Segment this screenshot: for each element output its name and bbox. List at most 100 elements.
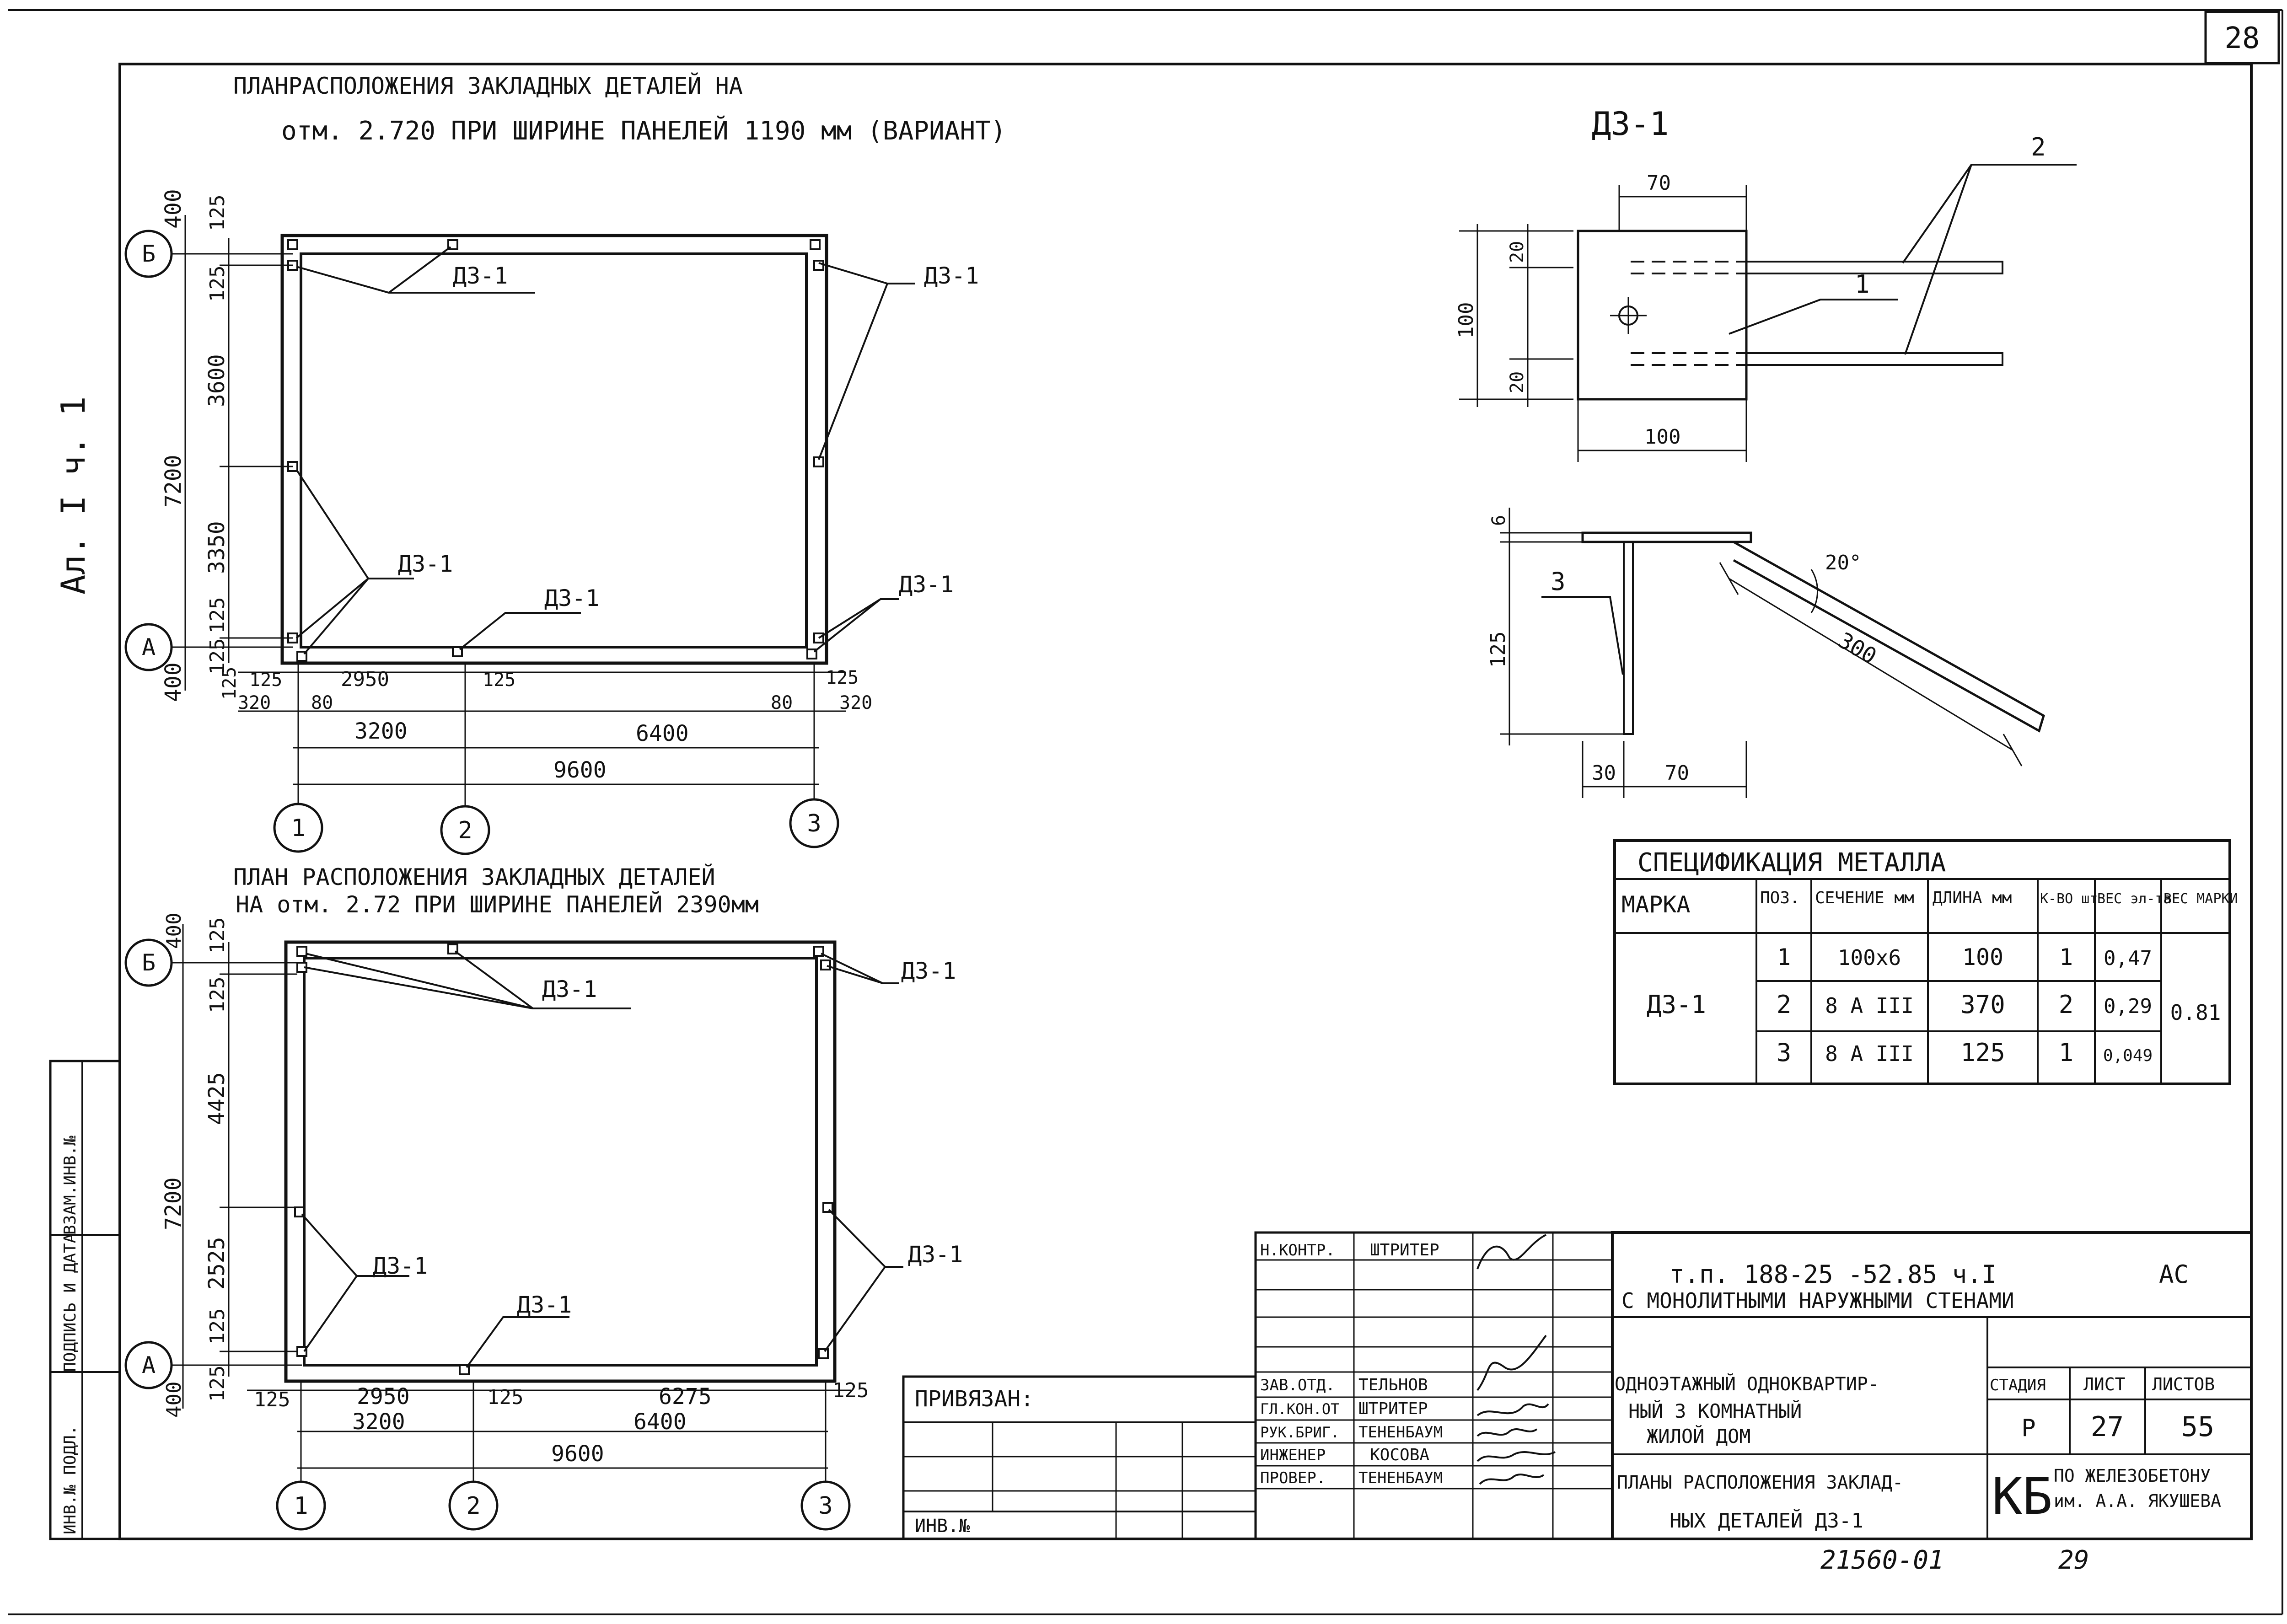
spec-cell: 1 (2059, 1038, 2074, 1067)
detail-title: Д3-1 (1592, 105, 1669, 143)
bar-top-view (1745, 352, 2003, 366)
dim-label: 125 (483, 670, 515, 691)
spec-cell: 100 (1962, 944, 2003, 970)
spec-cell: 8 А III (1825, 993, 1914, 1018)
spec-header: ДЛИНА мм (1933, 889, 2012, 907)
sheet-label: ЛИСТ (2083, 1374, 2126, 1394)
mark-label: Д3-1 (901, 958, 956, 984)
dim-label: 125 (1487, 632, 1510, 668)
spec-cell: 2 (2059, 990, 2074, 1019)
staff-role: ГЛ.КОН.ОТ (1260, 1400, 1339, 1418)
building-name: ЖИЛОЙ ДОМ (1647, 1425, 1751, 1447)
dim-label: 6400 (633, 1409, 687, 1435)
side-label: Ал. I ч. 1 (54, 397, 92, 595)
spec-header: МАРКА (1621, 891, 1691, 918)
sheets-value: 55 (2181, 1411, 2214, 1443)
dim-label: 400 (162, 913, 186, 949)
plan-top-inner-wall (300, 252, 808, 649)
spec-mark-weight: 0.81 (2170, 1000, 2221, 1025)
dim-label: 9600 (553, 757, 607, 783)
dim-label: 30 (1592, 761, 1616, 785)
strip-label-sign: ПОДПИСЬ И ДАТА (61, 1233, 80, 1372)
dim-label: 70 (1647, 172, 1671, 195)
spec-cell: 2 (1777, 990, 1792, 1019)
spec-mark: Д3-1 (1647, 990, 1706, 1019)
dim-label: 80 (771, 692, 793, 713)
position-label: 2 (2031, 133, 2046, 161)
dim-label: 4425 (204, 1072, 230, 1125)
signatures (1476, 1234, 1556, 1485)
plan-top-title-1: ПЛАНРАСПОЛОЖЕНИЯ ЗАКЛАДНЫХ ДЕТАЛЕЙ НА (233, 72, 743, 99)
mark-label: Д3-1 (542, 976, 597, 1002)
dim-label: 20 (1507, 241, 1528, 263)
dim-label: 100 (1644, 425, 1680, 449)
spec-header: ПОЗ. (1760, 889, 1800, 907)
sheet-title: ПЛАНЫ РАСПОЛОЖЕНИЯ ЗАКЛАД- (1617, 1472, 1903, 1493)
table-row: 1 100х6 100 1 0,47 (1777, 944, 2152, 970)
dim-label: 6400 (636, 721, 689, 746)
anchor-bent (1733, 541, 2045, 733)
sheet-number: 28 (2224, 21, 2260, 55)
axis-label-col-3: 3 (807, 810, 821, 837)
staff-name: ШТРИТЕР (1358, 1399, 1428, 1418)
staff-name: ТЕЛЬНОВ (1358, 1376, 1428, 1394)
plan-bottom: ПЛАН РАСПОЛОЖЕНИЯ ЗАКЛАДНЫХ ДЕТАЛЕЙ НА о… (124, 863, 963, 1531)
angle-label: 20° (1825, 551, 1861, 574)
spec-table: СПЕЦИФИКАЦИЯ МЕТАЛЛА МАРКА ПОЗ. СЕЧЕНИЕ … (1613, 839, 2238, 1085)
dim-label: 3200 (352, 1409, 405, 1435)
inv-no-label: ИНВ.№ (915, 1516, 970, 1537)
dim-label: 9600 (551, 1441, 604, 1467)
staff-role: ЗАВ.ОТД. (1260, 1376, 1335, 1394)
axis-label-col-2: 2 (458, 817, 472, 844)
page-number: 29 (2058, 1545, 2089, 1575)
dim-label: 70 (1665, 761, 1689, 785)
spec-cell: 3 (1777, 1038, 1792, 1067)
spec-title: СПЕЦИФИКАЦИЯ МЕТАЛЛА (1637, 848, 1946, 878)
dim-label: 400 (161, 662, 186, 702)
org-logo: КБ (1992, 1467, 2052, 1526)
staff-name: КОСОВА (1370, 1446, 1429, 1464)
strip-label-inv: ИНВ.№ ПОДЛ. (61, 1426, 80, 1534)
axis-label-row-a: А (142, 634, 156, 660)
privyazan-label: ПРИВЯЗАН: (915, 1386, 1034, 1412)
spec-header: К-ВО шт (2040, 891, 2098, 907)
sheet-number-box (2204, 11, 2280, 64)
dim-label: 125 (206, 597, 229, 633)
dim-label: 2950 (341, 668, 389, 691)
staff-role: ПРОВЕР. (1260, 1469, 1326, 1487)
dim-label: 125 (832, 1379, 869, 1402)
spec-cell: 0,47 (2104, 947, 2152, 970)
staff-role: РУК.БРИГ. (1260, 1424, 1339, 1441)
dim-label: 300 (1834, 627, 1881, 670)
archive-number: 21560-01 (1820, 1545, 1944, 1575)
spec-header: ВЕС МАРКИ (2164, 891, 2238, 907)
dim-label: 3350 (204, 521, 230, 574)
dim-label: 320 (238, 692, 271, 713)
dim-label: 125 (254, 1388, 290, 1411)
dim-label: 2950 (357, 1384, 410, 1410)
plan-top-title-2: отм. 2.720 ПРИ ШИРИНЕ ПАНЕЛЕЙ 1190 мм (В… (281, 116, 1006, 146)
title-block: ПРИВЯЗАН: ИНВ.№ Н.КОНТР. ШТРИТЕР ЗАВ.ОТД… (902, 1231, 2253, 1540)
spec-cell: 370 (1960, 990, 2005, 1019)
bar-top-view (1745, 261, 2003, 274)
axis-label-col-2: 2 (466, 1492, 480, 1520)
axis-label-col-3: 3 (818, 1492, 832, 1520)
table-row: 2 8 А III 370 2 0,29 (1777, 990, 2152, 1019)
spec-cell: 100х6 (1838, 945, 1901, 970)
stage-label: СТАДИЯ (1990, 1376, 2046, 1394)
sheet-title: НЫХ ДЕТАЛЕЙ Д3-1 (1670, 1508, 1863, 1533)
staff-role: Н.КОНТР. (1260, 1241, 1335, 1260)
position-label: 3 (1551, 567, 1566, 596)
dim-label: 400 (161, 189, 186, 229)
plan-bottom-title-2: НА отм. 2.72 ПРИ ШИРИНЕ ПАНЕЛЕЙ 2390мм (236, 891, 759, 918)
axis-label-col-1: 1 (291, 815, 305, 842)
dim-label: 7200 (161, 1177, 186, 1230)
dim-label: 125 (206, 1308, 229, 1345)
building-name: ОДНОЭТАЖНЫЙ ОДНОКВАРТИР- (1615, 1373, 1879, 1395)
sheet-value: 27 (2091, 1411, 2124, 1443)
mark-label: Д3-1 (453, 263, 508, 289)
dim-label: 125 (206, 917, 229, 954)
dim-label: 100 (1455, 302, 1478, 338)
plate-top-view (1577, 230, 1748, 401)
